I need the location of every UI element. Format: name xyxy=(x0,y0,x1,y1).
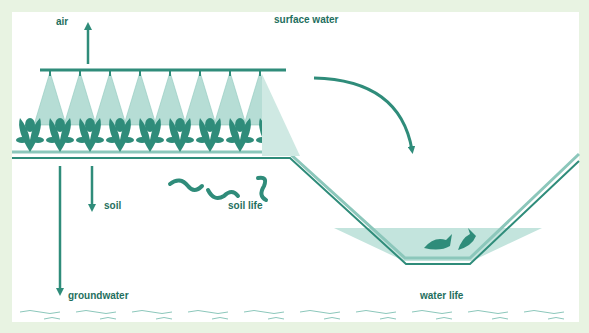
crop-leaf xyxy=(16,137,28,143)
spray-cones xyxy=(34,70,276,125)
water-wave xyxy=(324,318,340,320)
worms xyxy=(170,178,266,200)
ditch-water xyxy=(334,228,542,261)
sprayer-boom xyxy=(40,69,286,72)
crops xyxy=(16,118,284,152)
flow-label: water life xyxy=(420,290,463,302)
ground xyxy=(12,157,579,322)
crop-leaf xyxy=(212,137,224,143)
water-wave xyxy=(156,318,172,320)
water-wave xyxy=(468,311,508,314)
spray-cone xyxy=(34,72,66,125)
spray-cone xyxy=(94,72,126,125)
flow-label: soil xyxy=(104,200,121,212)
crop-leaf xyxy=(182,137,194,143)
crop-leaf xyxy=(32,137,44,143)
crop-head xyxy=(145,118,155,132)
spray-cone xyxy=(124,72,156,125)
flow-label: soil life xyxy=(228,200,262,212)
crop-plant xyxy=(79,118,101,152)
runoff-arrow xyxy=(314,78,412,150)
crop-leaf xyxy=(122,137,134,143)
crop-plant xyxy=(169,118,191,152)
crop-leaf xyxy=(106,137,118,143)
water-wave xyxy=(188,311,228,314)
water-wave xyxy=(412,311,452,314)
crop-plant xyxy=(49,118,71,152)
water-wave xyxy=(436,318,452,320)
crop-plant xyxy=(229,118,251,152)
water-wave xyxy=(356,311,396,314)
water-wave xyxy=(100,318,116,320)
fish xyxy=(424,228,476,250)
flow-label: air xyxy=(56,16,68,28)
spray-drift xyxy=(262,74,300,156)
water-wave xyxy=(300,311,340,314)
crop-head xyxy=(25,118,35,132)
crop-head xyxy=(235,118,245,132)
crop-leaf xyxy=(152,137,164,143)
crop-leaf xyxy=(226,137,238,143)
flow-label: groundwater xyxy=(68,290,129,302)
ground-line xyxy=(12,158,579,264)
crop-head xyxy=(85,118,95,132)
crop-leaf xyxy=(76,137,88,143)
crop-head xyxy=(115,118,125,132)
water-wave xyxy=(492,318,508,320)
crop-leaf xyxy=(92,137,104,143)
spray-cone xyxy=(184,72,216,125)
crop-leaf xyxy=(242,137,254,143)
water-wave xyxy=(548,318,564,320)
spray-cone xyxy=(154,72,186,125)
crop-leaf xyxy=(136,137,148,143)
groundwater-arrow xyxy=(59,166,62,292)
crop-head xyxy=(205,118,215,132)
water-wave xyxy=(44,318,60,320)
water-wave xyxy=(132,311,172,314)
water-wave xyxy=(524,311,564,314)
water-wave xyxy=(244,311,284,314)
crop-leaf xyxy=(62,137,74,143)
crop-head xyxy=(55,118,65,132)
soil-arrow xyxy=(91,166,94,208)
water-wave xyxy=(380,318,396,320)
crop-leaf xyxy=(46,137,58,143)
spray-cone xyxy=(64,72,96,125)
crop-leaf xyxy=(196,137,208,143)
crop-head xyxy=(175,118,185,132)
spray-cone xyxy=(214,72,246,125)
crop-plant xyxy=(199,118,221,152)
water-wave xyxy=(268,318,284,320)
crop-leaf xyxy=(166,137,178,143)
crop-plant xyxy=(109,118,131,152)
groundwater-lines xyxy=(20,311,564,320)
water-wave xyxy=(212,318,228,320)
air-arrow xyxy=(87,26,90,64)
flow-label: surface water xyxy=(274,14,338,26)
crop-plant xyxy=(19,118,41,152)
crop-plant xyxy=(139,118,161,152)
water-wave xyxy=(20,311,60,314)
water-wave xyxy=(76,311,116,314)
